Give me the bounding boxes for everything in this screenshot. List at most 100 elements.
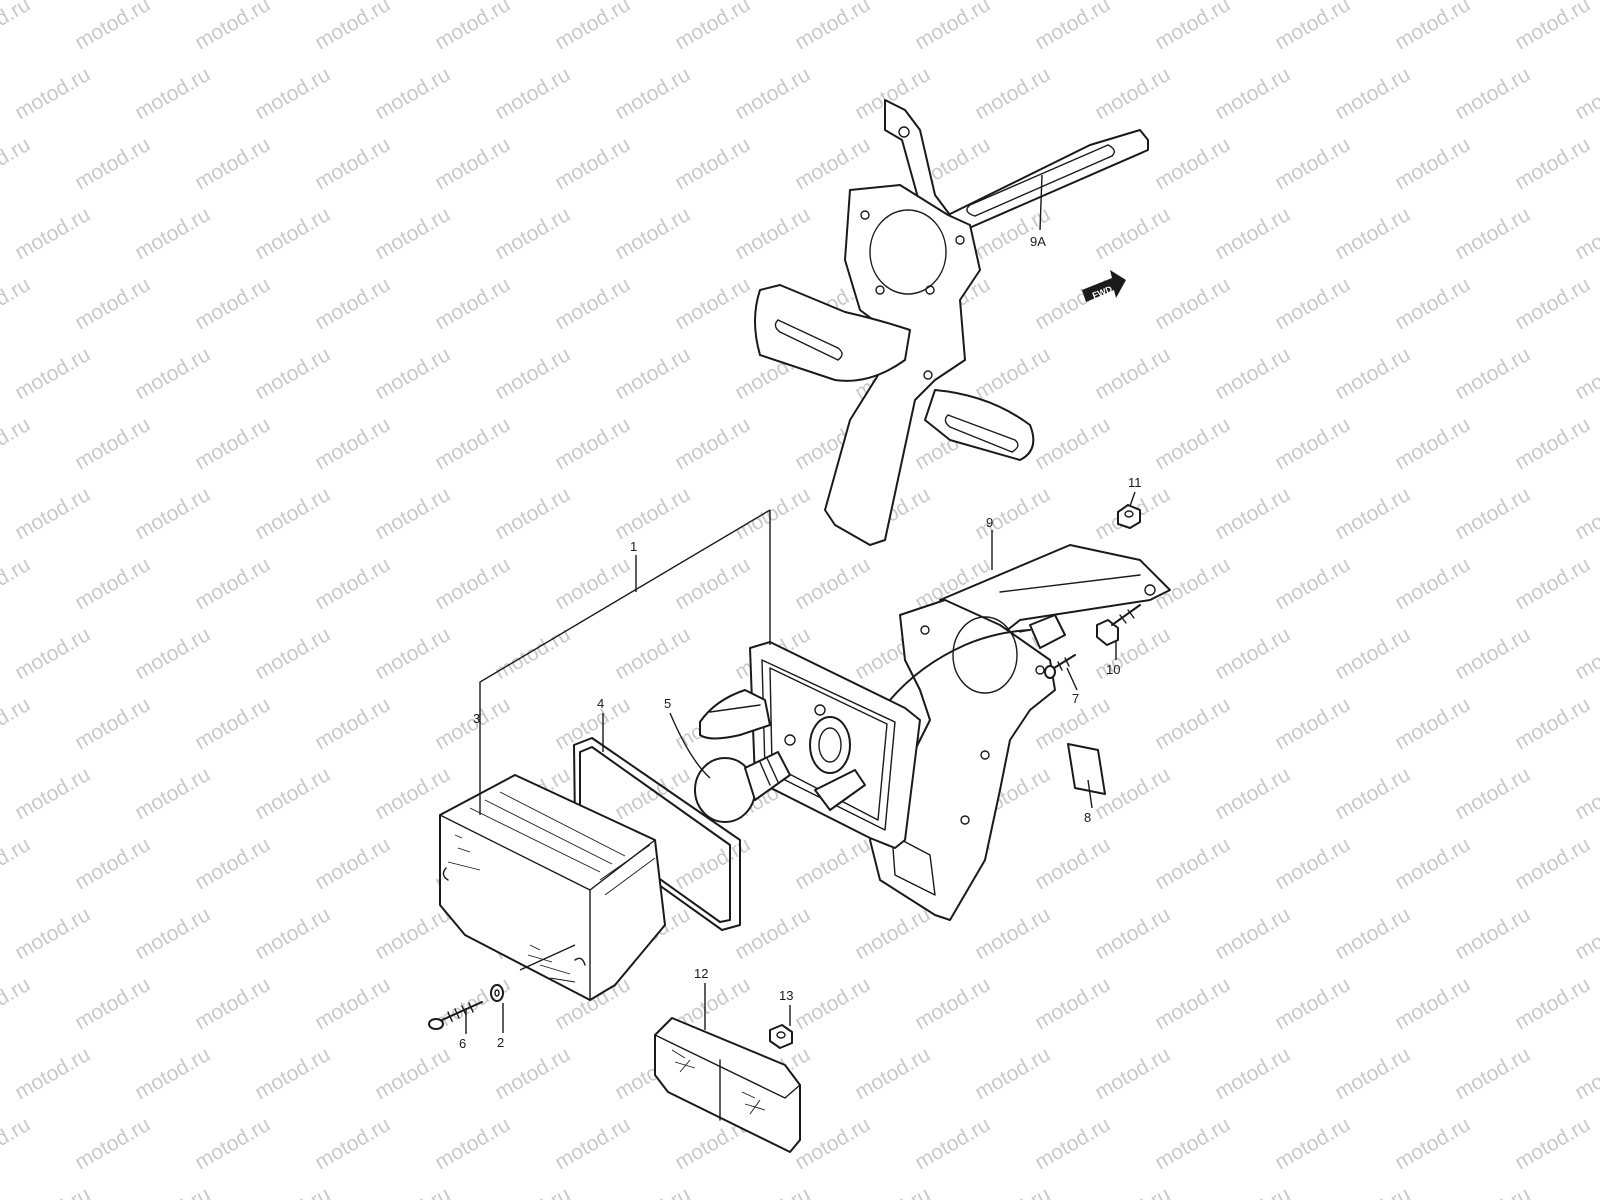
watermark-text: motod.ru — [1031, 833, 1114, 894]
watermark-text: motod.ru — [1571, 623, 1600, 684]
watermark-text: motod.ru — [251, 203, 334, 264]
watermark-text: motod.ru — [1511, 973, 1594, 1034]
watermark-text: motod.ru — [851, 1043, 934, 1104]
watermark-text: motod.ru — [731, 63, 814, 124]
watermark-text: motod.ru — [671, 133, 754, 194]
watermark-text: motod.ru — [971, 63, 1054, 124]
watermark-text: motod.ru — [311, 693, 394, 754]
watermark-text: motod.ru — [1331, 203, 1414, 264]
watermark-text: motod.ru — [1271, 0, 1354, 54]
watermark-text: motod.ru — [1091, 903, 1174, 964]
watermark-text: motod.ru — [1091, 63, 1174, 124]
part-label-11: 11 — [1128, 475, 1142, 490]
bolt-10 — [1096, 604, 1141, 646]
watermark-text: motod.ru — [251, 1183, 334, 1200]
watermark-text: motod.ru — [431, 553, 514, 614]
watermark-text: motod.ru — [1031, 973, 1114, 1034]
watermark-text: motod.ru — [1211, 623, 1294, 684]
watermark-text: motod.ru — [1151, 973, 1234, 1034]
watermark-text: motod.ru — [131, 1043, 214, 1104]
watermark-text: motod.ru — [371, 623, 454, 684]
watermark-text: motod.ru — [791, 0, 874, 54]
watermark-text: motod.ru — [1331, 1183, 1414, 1200]
watermark-text: motod.ru — [1451, 63, 1534, 124]
watermark-text: motod.ru — [1151, 133, 1234, 194]
watermark-text: motod.ru — [1511, 833, 1594, 894]
watermark-text: motod.ru — [1451, 623, 1534, 684]
watermark-text: motod.ru — [611, 203, 694, 264]
bulb — [694, 751, 791, 823]
watermark-text: motod.ru — [1211, 763, 1294, 824]
watermark-text: motod.ru — [0, 133, 34, 194]
watermark-text: motod.ru — [1391, 0, 1474, 54]
watermark-text: motod.ru — [371, 483, 454, 544]
watermark-text: motod.ru — [191, 833, 274, 894]
lamp-base — [699, 641, 921, 849]
watermark-text: motod.ru — [251, 343, 334, 404]
watermark-text: motod.ru — [71, 413, 154, 474]
watermark-text: motod.ru — [191, 273, 274, 334]
watermark-text: motod.ru — [551, 553, 634, 614]
watermark-text: motod.ru — [191, 133, 274, 194]
part-label-9a: 9A — [1030, 234, 1046, 249]
watermark-text: motod.ru — [1271, 133, 1354, 194]
watermark-text: motod.ru — [1211, 343, 1294, 404]
watermark-text: motod.ru — [851, 1183, 934, 1200]
watermark-text: motod.ru — [971, 903, 1054, 964]
watermark-text: motod.ru — [11, 623, 94, 684]
watermark-text: motod.ru — [251, 483, 334, 544]
watermark-text: motod.ru — [311, 833, 394, 894]
watermark-text: motod.ru — [911, 973, 994, 1034]
watermark-text: motod.ru — [131, 203, 214, 264]
watermark-text: motod.ru — [1391, 133, 1474, 194]
watermark-text: motod.ru — [371, 343, 454, 404]
watermark-text: motod.ru — [11, 483, 94, 544]
watermark-text: motod.ru — [611, 623, 694, 684]
watermark-text: motod.ru — [131, 903, 214, 964]
watermark-text: motod.ru — [1091, 1043, 1174, 1104]
watermark-text: motod.ru — [1331, 343, 1414, 404]
watermark-text: motod.ru — [431, 1113, 514, 1174]
watermark-text: motod.ru — [311, 273, 394, 334]
watermark-text: motod.ru — [371, 63, 454, 124]
watermark-text: motod.ru — [1091, 1183, 1174, 1200]
watermark-text: motod.ru — [431, 413, 514, 474]
watermark-text: motod.ru — [611, 483, 694, 544]
part-label-2: 2 — [497, 1035, 504, 1050]
watermark-text: motod.ru — [791, 973, 874, 1034]
watermark-text: motod.ru — [191, 693, 274, 754]
watermark-text: motod.ru — [1391, 553, 1474, 614]
watermark-text: motod.ru — [71, 833, 154, 894]
watermark-text: motod.ru — [0, 693, 34, 754]
watermark-text: motod.ru — [71, 553, 154, 614]
watermark-text: motod.ru — [1211, 903, 1294, 964]
watermark-text: motod.ru — [1151, 413, 1234, 474]
watermark-text: motod.ru — [1571, 203, 1600, 264]
watermark-text: motod.ru — [1271, 693, 1354, 754]
watermark-text: motod.ru — [311, 0, 394, 54]
watermark-text: motod.ru — [491, 1043, 574, 1104]
watermark-text: motod.ru — [1211, 1043, 1294, 1104]
watermark-text: motod.ru — [71, 0, 154, 54]
watermark-text: motod.ru — [491, 343, 574, 404]
watermark-text: motod.ru — [551, 413, 634, 474]
watermark-text: motod.ru — [311, 413, 394, 474]
watermark-text: motod.ru — [71, 693, 154, 754]
part-label-13: 13 — [779, 988, 793, 1003]
watermark-text: motod.ru — [971, 343, 1054, 404]
watermark-text: motod.ru — [671, 413, 754, 474]
watermark-text: motod.ru — [731, 483, 814, 544]
watermark-text: motod.ru — [0, 0, 34, 54]
watermark-text: motod.ru — [71, 133, 154, 194]
watermark-text: motod.ru — [0, 833, 34, 894]
watermark-text: motod.ru — [0, 413, 34, 474]
watermark-text: motod.ru — [1571, 903, 1600, 964]
part-label-3: 3 — [473, 711, 480, 726]
watermark-text: motod.ru — [1511, 553, 1594, 614]
watermark-text: motod.ru — [971, 483, 1054, 544]
watermark-text: motod.ru — [0, 1113, 34, 1174]
watermark-text: motod.ru — [1331, 903, 1414, 964]
watermark-text: motod.ru — [71, 273, 154, 334]
watermark-text: motod.ru — [911, 0, 994, 54]
